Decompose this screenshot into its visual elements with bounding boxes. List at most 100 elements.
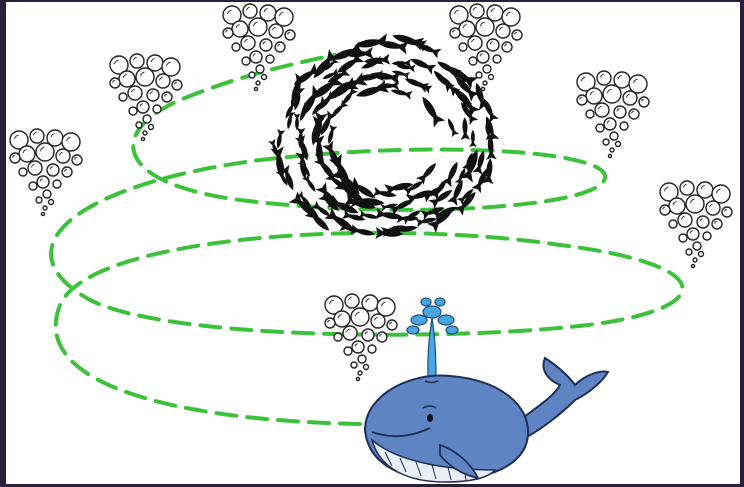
bubble (28, 161, 42, 175)
bubble (232, 21, 248, 37)
bubble (577, 95, 587, 105)
bubble (43, 190, 51, 198)
bubble (620, 122, 628, 130)
bubble (143, 115, 151, 123)
bubble (223, 28, 233, 38)
bubble (604, 118, 616, 130)
bubble (41, 212, 44, 215)
bubble (586, 110, 594, 118)
bubble (469, 57, 477, 65)
bubble (334, 311, 350, 327)
bubble (680, 181, 694, 195)
bubble (459, 43, 467, 51)
bubble (249, 18, 267, 36)
bubble (468, 36, 482, 50)
bubble (156, 74, 170, 88)
bubble (459, 21, 475, 37)
bubble (241, 36, 255, 50)
bubble (129, 107, 137, 115)
bubble (616, 142, 621, 147)
bubble (686, 249, 692, 255)
bubble (699, 252, 704, 257)
bubble (266, 55, 274, 63)
bubble (629, 109, 639, 119)
whale-eye-icon (427, 414, 433, 422)
bubble (352, 341, 364, 353)
bubble (249, 72, 255, 78)
bubble (595, 103, 609, 117)
bubble (603, 85, 621, 103)
bubble (232, 43, 240, 51)
bubble (610, 148, 614, 152)
bubble (141, 137, 144, 140)
bubble (19, 168, 27, 176)
bubble (243, 4, 257, 18)
bubble (250, 51, 262, 63)
bubble (72, 155, 82, 165)
bubble (603, 139, 609, 145)
bubble (29, 182, 37, 190)
bubble (496, 24, 510, 38)
bubble (722, 207, 732, 217)
bubble (608, 154, 611, 157)
bubble (687, 228, 699, 240)
bubble (697, 216, 709, 228)
bubble (358, 371, 362, 375)
bubble (387, 320, 397, 330)
bubble (512, 30, 522, 40)
bubble (47, 164, 59, 176)
bubble (356, 377, 359, 380)
bubble (586, 88, 602, 104)
bubble (53, 180, 61, 188)
bubble (493, 55, 501, 63)
bubble (56, 149, 70, 163)
bubble (596, 124, 604, 132)
bubble (256, 81, 260, 85)
bubble (669, 220, 677, 228)
bubble (712, 219, 722, 229)
bubble (362, 329, 374, 341)
bubble (285, 30, 295, 40)
bubble (364, 365, 369, 370)
bubble (502, 42, 512, 52)
bubble (260, 39, 272, 51)
bubble (623, 91, 637, 105)
bubble (377, 332, 387, 342)
bubble (19, 146, 35, 162)
bubble (712, 185, 730, 203)
bubble (483, 81, 487, 85)
bubble (136, 68, 154, 86)
bubble (49, 200, 54, 205)
bubble (343, 326, 357, 340)
bubble (639, 97, 649, 107)
bubble (377, 298, 395, 316)
bubble (149, 125, 154, 130)
bubble (110, 78, 120, 88)
bubble (136, 122, 142, 128)
bubble (162, 92, 172, 102)
bubble (334, 333, 342, 341)
bubble (487, 39, 499, 51)
bubble (43, 206, 47, 210)
bubble (368, 345, 376, 353)
bubble (693, 258, 697, 262)
bubble (477, 51, 489, 63)
bubble (629, 75, 647, 93)
bubble (147, 89, 159, 101)
bubble (62, 133, 80, 151)
bubble (470, 4, 484, 18)
bubble (130, 54, 144, 68)
bubble (36, 143, 54, 161)
bubble (275, 8, 293, 26)
bubble (242, 57, 250, 65)
bubble (10, 153, 20, 163)
bubble (476, 72, 482, 78)
bubble (481, 87, 484, 90)
bubble (269, 24, 283, 38)
bubble (325, 318, 335, 328)
bubble (502, 8, 520, 26)
bubble (686, 195, 704, 213)
bubble (254, 87, 257, 90)
